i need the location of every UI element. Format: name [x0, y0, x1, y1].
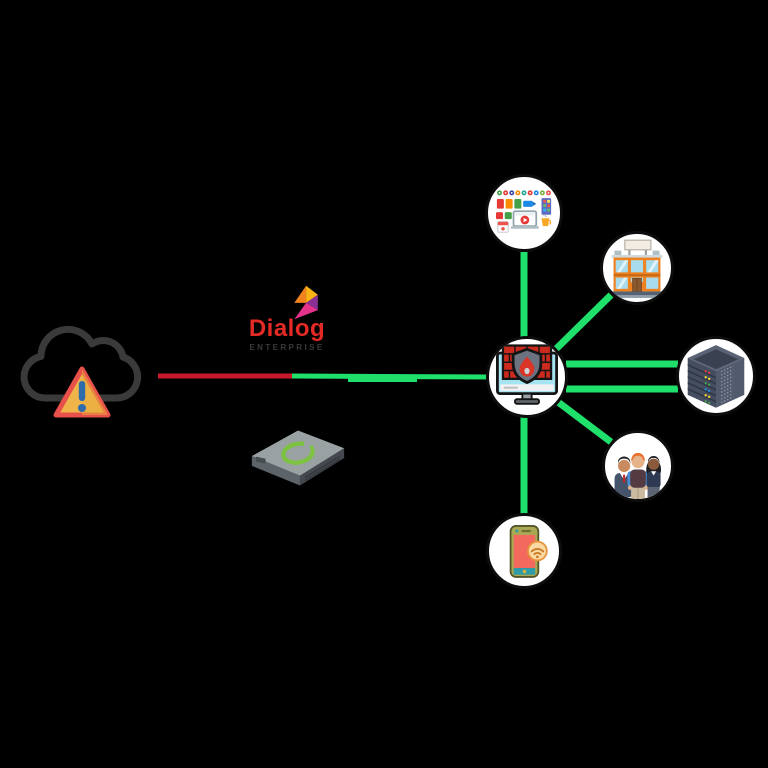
mobile-device-node: [486, 513, 562, 589]
rack-leds: [704, 370, 711, 405]
rack-shelf-lines: [687, 364, 716, 403]
server-rack-node: [676, 336, 756, 416]
firewall-hub-node: [486, 336, 568, 418]
threat-cloud-node: [14, 318, 154, 430]
warning-triangle-icon: [53, 366, 111, 418]
network-appliance-node: [244, 420, 352, 503]
cup-icon: [541, 214, 552, 227]
rack-vents: [720, 365, 734, 404]
people-icon: [614, 452, 662, 499]
app-tile-green: [504, 212, 512, 220]
edge-hub-team: [555, 399, 614, 445]
app-dots-row: [497, 190, 551, 196]
staff-team-node: [602, 430, 674, 502]
brand-subtitle: ENTERPRISE: [249, 343, 325, 352]
laptop-video-icon: [510, 210, 539, 229]
wifi-badge: [527, 540, 548, 562]
app-tile-red: [496, 212, 503, 220]
building-windows-upper: [615, 260, 659, 273]
web-apps-node: [485, 174, 563, 252]
app-tiles-row: [496, 198, 552, 215]
brand-name: Dialog: [248, 315, 326, 342]
calendar-icon: [497, 221, 509, 233]
network-appliance-icon: [251, 430, 345, 486]
dialog-logo-icon: [294, 285, 318, 320]
cloud-icon: [20, 325, 142, 402]
server-rack-icon: [687, 345, 745, 408]
dialog-enterprise-logo: Dialog ENTERPRISE: [244, 283, 330, 352]
smartphone-wifi-icon: [509, 525, 548, 578]
apps-collage-icon: [496, 190, 552, 233]
person-center: [627, 452, 649, 499]
person-right: [646, 456, 662, 498]
edge-hub-building: [553, 292, 614, 352]
edge-cloud-green: [291, 373, 491, 380]
firewall-monitor-icon: [496, 344, 558, 405]
office-building-node: [600, 231, 674, 305]
building-icon: [607, 239, 667, 298]
